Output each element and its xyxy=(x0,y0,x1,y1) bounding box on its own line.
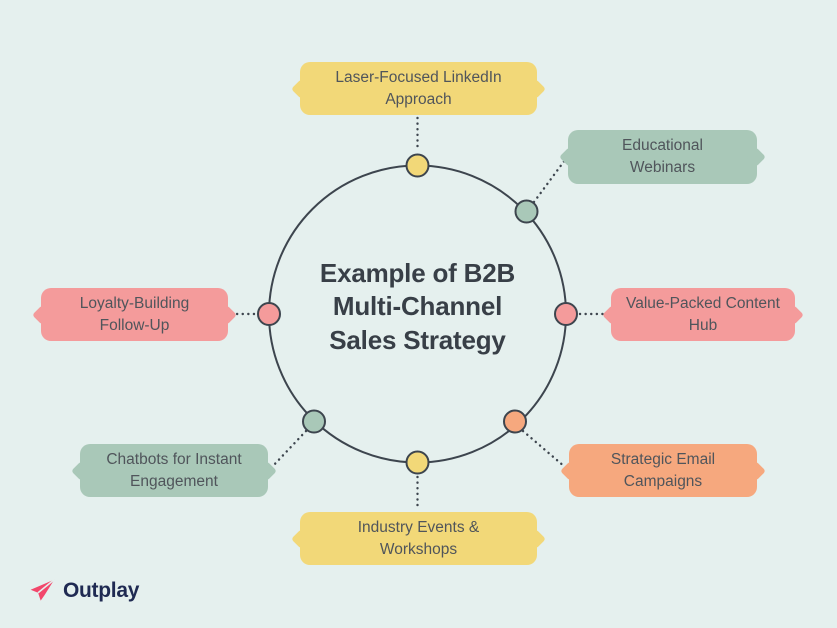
channel-label: Chatbots for Instant Engagement xyxy=(106,450,242,490)
channel-label: Value-Packed Content Hub xyxy=(626,294,780,334)
channel-box-strategic-email-campaigns: Strategic Email Campaigns xyxy=(569,444,757,497)
node-top xyxy=(405,153,430,178)
node-bottom xyxy=(405,450,430,475)
channel-label: Educational Webinars xyxy=(621,137,703,176)
channel-label: Strategic Email Campaigns xyxy=(610,450,716,490)
channel-box-industry-events-workshops: Industry Events & Workshops xyxy=(300,512,537,565)
outplay-wordmark: Outplay xyxy=(63,579,140,602)
channel-box-value-packed-content-hub: Value-Packed Content Hub xyxy=(611,288,795,341)
channel-label: Loyalty-Building Follow-Up xyxy=(79,294,190,334)
center-title: Example of B2B Multi-Channel Sales Strat… xyxy=(319,258,516,355)
connector-bottom-right xyxy=(521,429,567,469)
channel-box-chatbots-for-instant-engagement: Chatbots for Instant Engagement xyxy=(80,444,268,497)
node-bottom-right xyxy=(503,409,527,434)
node-bottom-left xyxy=(302,409,326,434)
paper-plane-icon xyxy=(30,579,55,601)
node-left xyxy=(257,302,281,326)
channel-label: Laser-Focused LinkedIn Approach xyxy=(335,68,502,108)
channel-box-loyalty-building-follow-up: Loyalty-Building Follow-Up xyxy=(41,288,228,341)
connector-bottom-left xyxy=(270,429,308,469)
node-top-right xyxy=(514,199,539,224)
channel-label: Industry Events & Workshops xyxy=(357,518,480,558)
channel-box-educational-webinars: Educational Webinars xyxy=(568,130,757,184)
node-right xyxy=(554,302,578,326)
outplay-logo: Outplay xyxy=(28,577,139,605)
channel-box-laser-focused-linkedin-approach: Laser-Focused LinkedIn Approach xyxy=(300,62,537,115)
connector-top-right xyxy=(532,158,567,204)
